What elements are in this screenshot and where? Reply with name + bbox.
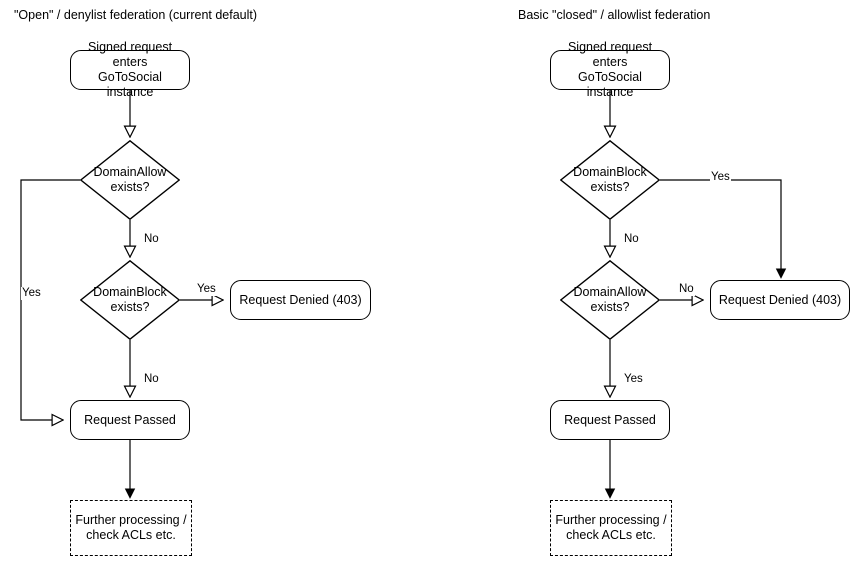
diagram-title-left: "Open" / denylist federation (current de…: [14, 8, 258, 22]
edge-label-left-allow-yes: Yes: [21, 287, 42, 300]
diamond-shape-icon: [80, 140, 180, 220]
node-left-further-processing: Further processing / check ACLs etc.: [70, 500, 192, 556]
node-left-decision-domainblock-label: DomainBlock exists?: [93, 285, 167, 314]
node-right-decision-domainallow-label: DomainAllow exists?: [573, 285, 647, 314]
diamond-shape-icon: [80, 260, 180, 340]
edge-label-left-allow-no: No: [143, 233, 160, 246]
diamond-shape-icon: [560, 140, 660, 220]
node-left-decision-domainallow: DomainAllow exists?: [80, 140, 180, 220]
diamond-shape-icon: [560, 260, 660, 340]
node-left-request-passed: Request Passed: [70, 400, 190, 440]
diagram-title-right: Basic "closed" / allowlist federation: [518, 8, 711, 22]
node-left-request-denied: Request Denied (403): [230, 280, 371, 320]
node-left-further-processing-label: Further processing / check ACLs etc.: [75, 513, 187, 542]
node-right-decision-domainblock: DomainBlock exists?: [560, 140, 660, 220]
edge-label-left-block-yes: Yes: [196, 283, 217, 296]
node-left-request-denied-label: Request Denied (403): [239, 292, 362, 307]
node-left-start-label: Signed request enters GoToSocial instanc…: [87, 40, 173, 99]
edge-label-right-allow-no: No: [678, 283, 695, 296]
edge-left-allow-yes-to-passed: [20, 179, 80, 420]
node-left-start: Signed request enters GoToSocial instanc…: [70, 40, 190, 99]
node-right-decision-domainblock-label: DomainBlock exists?: [573, 165, 647, 194]
node-right-request-passed: Request Passed: [550, 400, 670, 440]
edge-right-block-yes-to-denied: [660, 179, 781, 277]
node-left-decision-domainallow-label: DomainAllow exists?: [93, 165, 167, 194]
node-right-start-label: Signed request enters GoToSocial instanc…: [567, 40, 653, 99]
node-right-decision-domainallow: DomainAllow exists?: [560, 260, 660, 340]
node-left-request-passed-label: Request Passed: [84, 412, 176, 427]
edge-label-right-allow-yes: Yes: [623, 373, 644, 386]
node-right-further-processing: Further processing / check ACLs etc.: [550, 500, 672, 556]
node-right-further-processing-label: Further processing / check ACLs etc.: [555, 513, 667, 542]
node-right-request-denied: Request Denied (403): [710, 280, 850, 320]
node-right-request-denied-label: Request Denied (403): [718, 292, 842, 307]
edge-label-left-block-no: No: [143, 373, 160, 386]
node-right-start: Signed request enters GoToSocial instanc…: [550, 40, 670, 99]
node-right-request-passed-label: Request Passed: [564, 412, 656, 427]
edge-label-right-block-no: No: [623, 233, 640, 246]
node-left-decision-domainblock: DomainBlock exists?: [80, 260, 180, 340]
edge-label-right-block-yes: Yes: [710, 171, 731, 184]
